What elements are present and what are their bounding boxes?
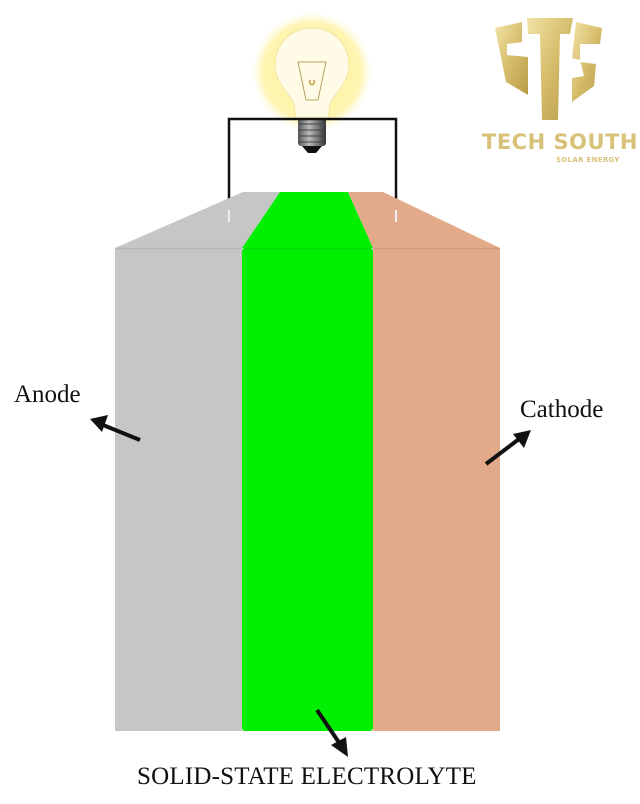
cathode-label: Cathode bbox=[520, 396, 604, 423]
anode-block bbox=[115, 248, 242, 731]
anode-label: Anode bbox=[14, 381, 81, 408]
light-bulb-icon bbox=[250, 10, 374, 153]
cathode-arrow-icon bbox=[484, 430, 531, 466]
anode-top-face bbox=[115, 192, 280, 248]
electrolyte-block bbox=[242, 248, 373, 731]
logo-subtitle: SOLAR ENERGY bbox=[556, 156, 620, 164]
circuit-wire bbox=[227, 117, 398, 218]
electrolyte-label: SOLID-STATE ELECTROLYTE bbox=[137, 763, 477, 790]
tech-south-logo-icon bbox=[495, 18, 602, 120]
cathode-top-face bbox=[348, 192, 500, 248]
cathode-block bbox=[373, 248, 500, 731]
electrolyte-arrow-icon bbox=[315, 708, 348, 757]
logo-title: TECH SOUTH bbox=[482, 130, 638, 154]
anode-arrow-icon bbox=[90, 415, 141, 442]
electrolyte-top-face bbox=[242, 192, 373, 248]
